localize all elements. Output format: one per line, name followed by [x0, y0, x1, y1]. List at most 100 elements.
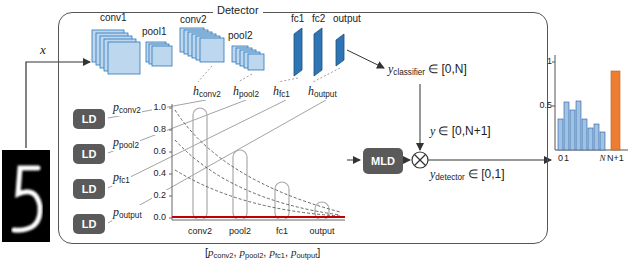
- text-label: ,: [234, 246, 237, 258]
- text-label: ∈ [0,N]: [428, 62, 467, 76]
- pool2-layer: [232, 46, 264, 70]
- label-group: y∈ [0,N+1]: [430, 124, 491, 138]
- label-group: 0.8: [152, 124, 167, 135]
- box-title: Detector: [213, 4, 263, 17]
- classifier-down-arrow: [420, 84, 421, 150]
- text-label: p: [269, 246, 275, 258]
- box-label: LD: [82, 114, 97, 125]
- subscript-label: conv2: [199, 90, 221, 99]
- label-group: pconv2: [112, 100, 142, 116]
- layer-leaders: [198, 66, 340, 82]
- label-group: 0.4: [152, 168, 167, 179]
- label-group: pool1: [142, 26, 166, 38]
- text-label: p: [113, 135, 119, 149]
- label-group: pool2: [228, 30, 252, 42]
- subscript-label: output: [314, 90, 337, 99]
- text-label: fc1: [291, 13, 304, 24]
- text-label: 0.5: [539, 100, 552, 110]
- subscript-label: classifier: [393, 68, 425, 77]
- text-label: ]: [317, 246, 320, 258]
- subscript-label: conv2: [119, 106, 141, 115]
- text-label: 0.6: [153, 146, 166, 156]
- box-label: LD: [82, 184, 97, 195]
- text-label: p: [208, 246, 214, 258]
- text-label: 0.0: [153, 212, 166, 222]
- text-label: ,: [263, 246, 266, 258]
- box-label: LD: [82, 219, 97, 230]
- label-group: 1: [564, 153, 569, 164]
- text-label: p: [113, 100, 119, 114]
- label-group: ydetector∈ [0,1]: [430, 167, 505, 183]
- subscript-label: fc1: [119, 176, 130, 185]
- label-group: 1.0: [152, 102, 167, 113]
- subscript-label: fc1: [275, 251, 285, 260]
- ld-lines: [108, 100, 326, 223]
- subscript-label: output: [296, 251, 317, 260]
- multiply-symbol: [412, 152, 428, 168]
- label-group: 0: [558, 153, 563, 164]
- text-label: p: [113, 170, 119, 184]
- box-label: LD: [82, 149, 97, 160]
- text-label: h: [193, 84, 199, 98]
- digit-image: [2, 150, 50, 242]
- chart-to-mld-arrow: [347, 160, 360, 161]
- module-box: LD: [73, 109, 105, 129]
- label-group: yclassifier∈ [0,N]: [388, 62, 467, 78]
- text-label: fc2: [312, 13, 325, 24]
- label-group: hpool2: [232, 84, 260, 100]
- label-group: hconv2: [192, 84, 222, 100]
- text-label: output: [333, 13, 361, 24]
- subscript-label: conv2: [214, 251, 234, 260]
- label-group: pool2: [229, 226, 251, 237]
- text-label: conv2: [188, 226, 212, 236]
- label-group: hfc1: [272, 84, 291, 100]
- module-box: LD: [73, 179, 105, 199]
- text-label: conv1: [100, 12, 127, 23]
- module-box: LD: [73, 214, 105, 234]
- text-label: [: [205, 246, 208, 258]
- label-group: N: [599, 153, 605, 164]
- fc-layers: [294, 28, 344, 76]
- output-arrow: [428, 160, 551, 161]
- text-label: y: [388, 62, 393, 76]
- text-label: N: [599, 153, 605, 163]
- subscript-label: pool2: [245, 251, 263, 260]
- label-group: fc1: [291, 13, 304, 25]
- module-box: LD: [73, 144, 105, 164]
- label-group: poutput: [112, 205, 143, 221]
- text-label: pool2: [229, 226, 251, 236]
- text-label: output: [309, 226, 334, 236]
- box-label: MLD: [371, 156, 395, 167]
- label-group: 0.2: [152, 190, 167, 201]
- text-label: y: [430, 167, 435, 181]
- text-label: ∈ [0,N+1]: [438, 124, 490, 138]
- subscript-label: fc1: [279, 90, 290, 99]
- text-label: conv2: [180, 14, 207, 25]
- text-label: 1.0: [153, 102, 166, 112]
- text-label: p: [113, 205, 119, 219]
- label-group: 0.0: [152, 212, 167, 223]
- subscript-label: pool2: [239, 90, 259, 99]
- classifier-arrow: [347, 50, 384, 68]
- text-label: pool1: [142, 26, 166, 37]
- text-label: fc1: [276, 226, 288, 236]
- label-group: conv2: [180, 14, 207, 26]
- label-group: ppool2: [112, 135, 140, 151]
- label-group: x: [40, 42, 46, 58]
- label-group: [pconv2,ppool2,pfc1,poutput]: [205, 246, 320, 261]
- label-group: pfc1: [112, 170, 131, 186]
- label-group: conv1: [100, 12, 127, 24]
- text-label: h: [233, 84, 239, 98]
- conv1-layer: [92, 30, 140, 74]
- label-group: output: [333, 13, 361, 25]
- text-label: ,: [285, 246, 288, 258]
- label-group: houtput: [307, 84, 338, 100]
- digit-stroke: [14, 168, 40, 230]
- text-label: y: [430, 124, 435, 138]
- text-label: h: [273, 84, 279, 98]
- text-label: 0: [558, 153, 563, 163]
- text-label: 0.4: [153, 168, 166, 178]
- subscript-label: pool2: [119, 141, 139, 150]
- pool1-layer: [146, 42, 172, 66]
- text-label: 0.2: [153, 190, 166, 200]
